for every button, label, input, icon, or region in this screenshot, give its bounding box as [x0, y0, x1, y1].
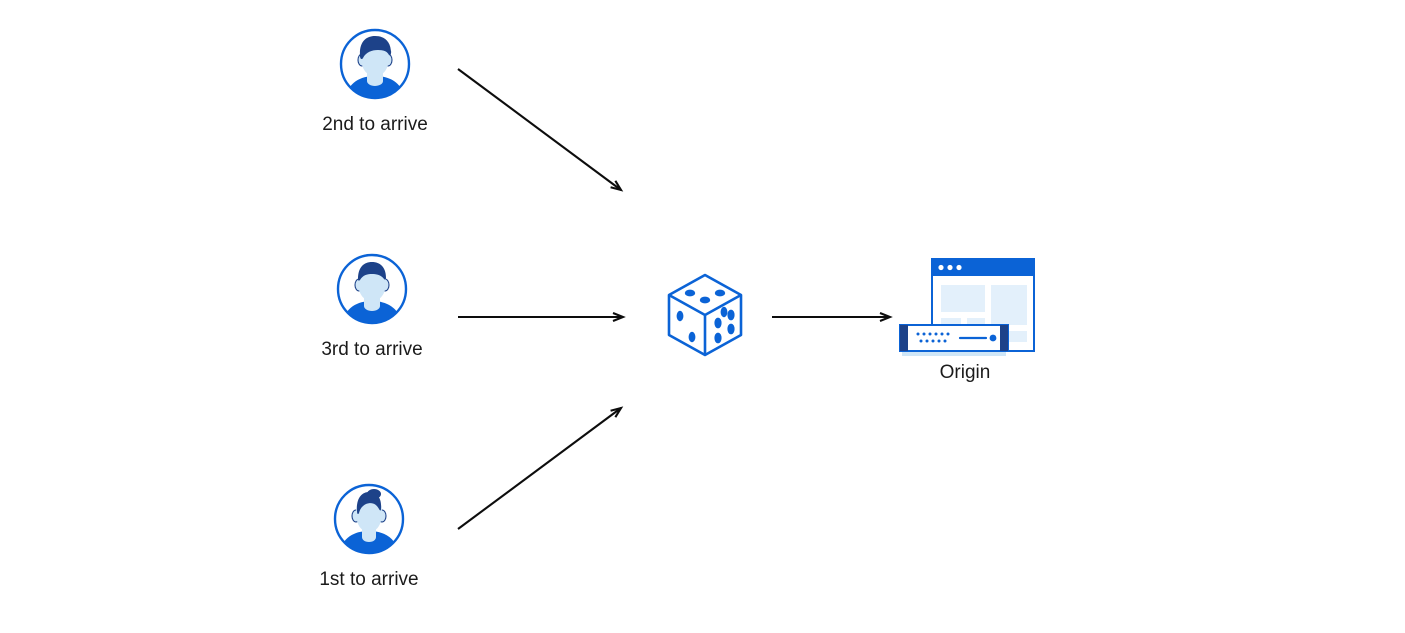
browser-dot: [956, 264, 962, 271]
arrow-2nd-to-dice: [457, 68, 624, 192]
user-avatar-icon: [336, 253, 408, 325]
arrow-1st-to-dice: [457, 406, 624, 530]
origin-label: Origin: [939, 362, 991, 383]
browser-dot: [947, 264, 953, 271]
origin-node[interactable]: Origin: [890, 256, 1040, 385]
user-avatar-icon: [333, 483, 405, 555]
client-label-1st: 1st to arrive: [319, 569, 419, 590]
client-label-2nd: 2nd to arrive: [322, 114, 428, 135]
browser-dot: [938, 264, 944, 271]
origin-server-browser-icon: [890, 256, 1040, 361]
client-node-2nd[interactable]: 2nd to arrive: [305, 26, 445, 137]
user-avatar-icon: [339, 28, 411, 100]
client-label-3rd: 3rd to arrive: [321, 339, 423, 360]
client-node-1st[interactable]: 1st to arrive: [299, 481, 439, 592]
dice-icon: [667, 273, 743, 357]
anycast-dice-node[interactable]: [657, 267, 753, 363]
client-node-3rd[interactable]: 3rd to arrive: [302, 251, 442, 362]
